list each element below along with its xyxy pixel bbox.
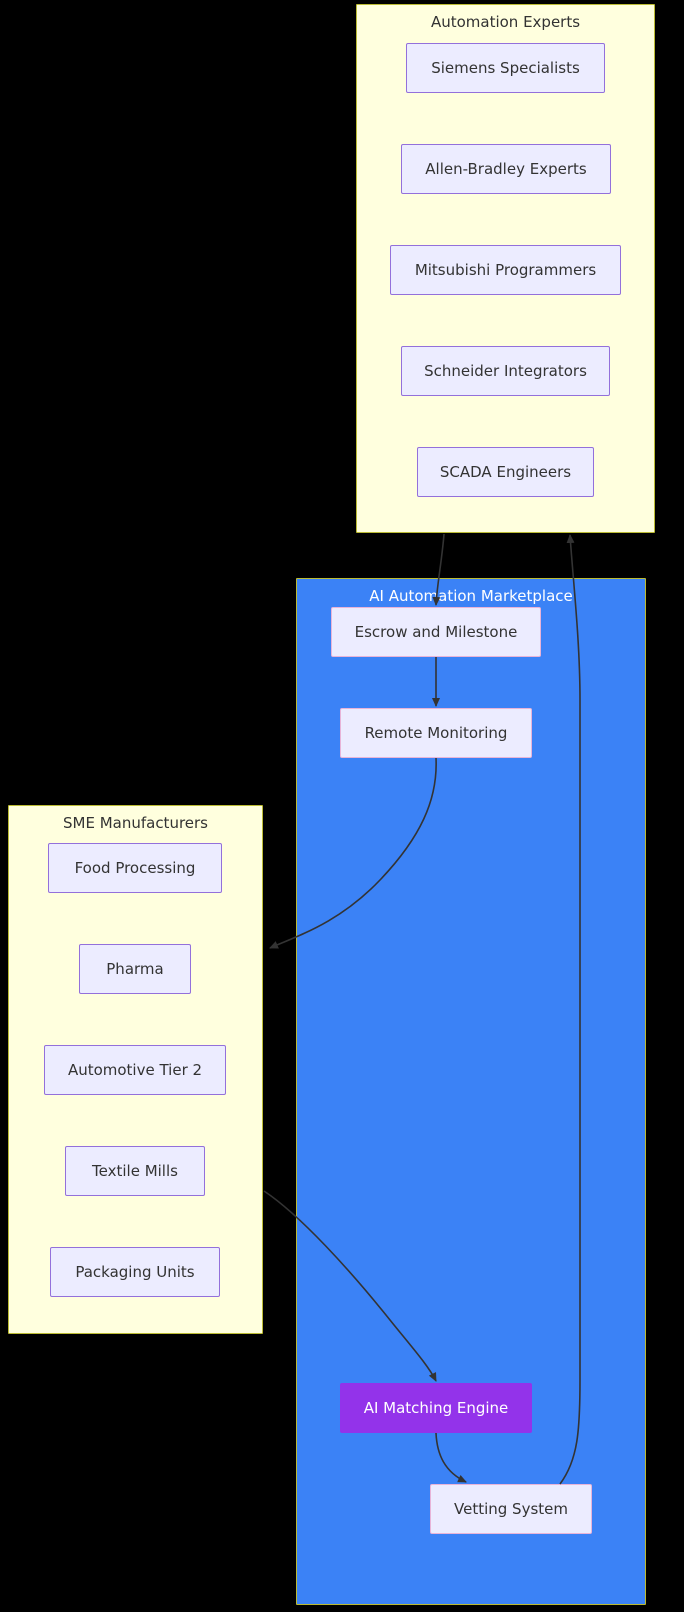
- node-scada-engineers[interactable]: SCADA Engineers: [417, 447, 594, 497]
- node-food-processing[interactable]: Food Processing: [48, 843, 222, 893]
- node-label: Food Processing: [74, 859, 196, 877]
- node-packaging-units[interactable]: Packaging Units: [50, 1247, 220, 1297]
- node-label: AI Matching Engine: [363, 1399, 509, 1417]
- node-schneider-integrators[interactable]: Schneider Integrators: [401, 346, 610, 396]
- node-mitsubishi-programmers[interactable]: Mitsubishi Programmers: [390, 245, 621, 295]
- node-label: Automotive Tier 2: [67, 1061, 203, 1079]
- node-label: Textile Mills: [92, 1162, 178, 1180]
- node-escrow-and-milestone[interactable]: Escrow and Milestone: [331, 607, 541, 657]
- node-textile-mills[interactable]: Textile Mills: [65, 1146, 205, 1196]
- subgraph-title-automation-experts: Automation Experts: [430, 13, 581, 31]
- node-remote-monitoring[interactable]: Remote Monitoring: [340, 708, 532, 758]
- node-label: Packaging Units: [75, 1263, 195, 1281]
- node-allen-bradley-experts[interactable]: Allen-Bradley Experts: [401, 144, 611, 194]
- node-automotive-tier-2[interactable]: Automotive Tier 2: [44, 1045, 226, 1095]
- node-label: Pharma: [106, 960, 164, 978]
- node-vetting-system[interactable]: Vetting System: [430, 1484, 592, 1534]
- subgraph-title-sme-manufacturers: SME Manufacturers: [62, 814, 208, 832]
- subgraph-title-ai-automation-marketplace: AI Automation Marketplace: [369, 587, 573, 605]
- node-ai-matching-engine[interactable]: AI Matching Engine: [340, 1383, 532, 1433]
- node-siemens-specialists[interactable]: Siemens Specialists: [406, 43, 605, 93]
- node-label: Escrow and Milestone: [354, 623, 518, 641]
- node-label: Allen-Bradley Experts: [425, 160, 587, 178]
- node-label: Vetting System: [454, 1500, 568, 1518]
- node-label: Mitsubishi Programmers: [414, 261, 597, 279]
- node-label: SCADA Engineers: [439, 463, 572, 481]
- node-pharma[interactable]: Pharma: [79, 944, 191, 994]
- node-label: Siemens Specialists: [431, 59, 580, 77]
- node-label: Schneider Integrators: [424, 362, 587, 380]
- node-label: Remote Monitoring: [364, 724, 508, 742]
